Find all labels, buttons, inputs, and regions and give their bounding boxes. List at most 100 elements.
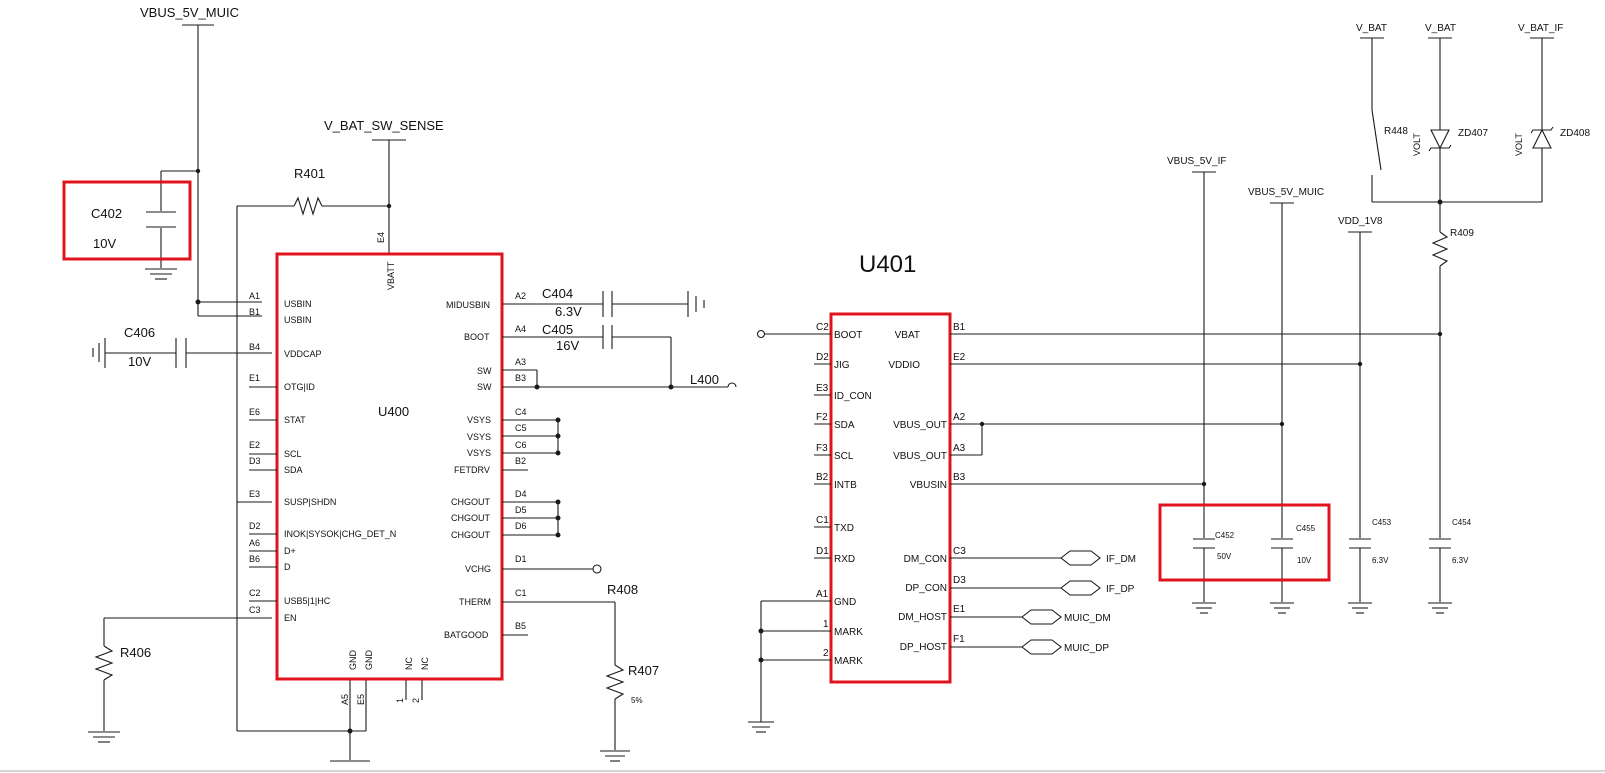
port-label-muic-dp: MUIC_DP — [1064, 643, 1109, 654]
junction-dot — [1279, 421, 1285, 427]
svg-text:C5: C5 — [515, 423, 527, 433]
zd407-ref: ZD407 — [1458, 128, 1488, 139]
junction-dot — [195, 299, 201, 305]
junction-dot — [555, 433, 561, 439]
c454-ref: C454 — [1452, 518, 1472, 527]
zd408-bar — [1530, 126, 1554, 134]
c455-value: 10V — [1297, 556, 1312, 565]
svg-text:EN: EN — [284, 613, 297, 623]
junction-dot — [555, 499, 561, 505]
ground-symbol — [687, 291, 705, 317]
svg-text:VBUS_OUT: VBUS_OUT — [893, 451, 947, 462]
svg-text:C2: C2 — [816, 322, 829, 333]
junction-dot — [347, 728, 353, 734]
svg-text:VDDIO: VDDIO — [888, 360, 920, 371]
r407-body — [605, 664, 625, 700]
svg-text:DP_CON: DP_CON — [905, 583, 947, 594]
zd408-ref: ZD408 — [1560, 128, 1590, 139]
r407-value: 5% — [631, 696, 643, 705]
svg-text:SDA: SDA — [284, 465, 303, 475]
zd407-tag: VOLT — [1412, 133, 1422, 156]
svg-text:F1: F1 — [953, 634, 965, 645]
svg-text:A1: A1 — [249, 291, 260, 301]
svg-text:C1: C1 — [515, 588, 527, 598]
svg-text:NC: NC — [420, 657, 430, 670]
port-label-if-dm: IF_DM — [1106, 554, 1136, 565]
c406-value: 10V — [128, 354, 151, 369]
svg-text:VBUSIN: VBUSIN — [910, 480, 947, 491]
svg-text:E6: E6 — [249, 407, 260, 417]
svg-text:B2: B2 — [515, 456, 526, 466]
ground-symbol — [92, 338, 106, 368]
svg-text:D2: D2 — [816, 352, 829, 363]
r409-body — [1431, 231, 1449, 267]
zd407-body — [1430, 129, 1450, 150]
ground-symbol — [1192, 602, 1216, 614]
c402-ref: C402 — [91, 206, 122, 221]
r409-ref: R409 — [1450, 228, 1474, 239]
u400-top-pin: E4 VBATT — [376, 232, 396, 290]
net-label-v-bat-2: V_BAT — [1425, 23, 1456, 34]
svg-text:DP_HOST: DP_HOST — [900, 642, 947, 653]
u401-ref: U401 — [859, 251, 916, 278]
svg-text:NC: NC — [404, 657, 414, 670]
ground-symbol — [748, 721, 774, 733]
u400-bottom-pins: GND GND NC NC A5 E5 1 2 — [340, 650, 430, 706]
pin-a6: A6D+ — [249, 538, 296, 556]
c453-value: 6.3V — [1372, 556, 1389, 565]
port-label-if-dp: IF_DP — [1106, 584, 1135, 595]
u401-chip-box — [829, 312, 952, 684]
svg-text:F3: F3 — [816, 443, 828, 454]
svg-text:CHGOUT: CHGOUT — [451, 497, 490, 507]
svg-text:B5: B5 — [515, 621, 526, 631]
ground-symbol — [1428, 602, 1452, 614]
l400-ref: L400 — [690, 372, 719, 387]
svg-text:USBIN: USBIN — [284, 299, 312, 309]
svg-text:C3: C3 — [249, 605, 261, 615]
c404-ref: C404 — [542, 286, 573, 301]
svg-text:B2: B2 — [816, 472, 829, 483]
u400-section: VBUS_5V_MUIC C402 10V V_BAT_SW_SENSE R40… — [62, 5, 737, 762]
svg-text:A3: A3 — [953, 443, 966, 454]
vchg-test-point — [592, 564, 602, 574]
svg-text:B1: B1 — [953, 322, 966, 333]
svg-text:SW: SW — [477, 366, 492, 376]
highlight-box-c402 — [62, 180, 192, 261]
svg-text:2: 2 — [823, 648, 829, 659]
svg-text:TXD: TXD — [834, 523, 854, 534]
pin-b6: B6D — [249, 554, 291, 572]
svg-text:DM_CON: DM_CON — [904, 554, 947, 565]
svg-text:E1: E1 — [249, 373, 260, 383]
svg-text:E2: E2 — [249, 440, 260, 450]
svg-text:D3: D3 — [953, 575, 966, 586]
svg-text:F2: F2 — [816, 412, 828, 423]
svg-text:BOOT: BOOT — [464, 332, 490, 342]
port-label-muic-dm: MUIC_DM — [1064, 613, 1111, 624]
l400-terminal — [727, 382, 737, 388]
svg-text:CHGOUT: CHGOUT — [451, 530, 490, 540]
svg-text:C6: C6 — [515, 440, 527, 450]
svg-text:B6: B6 — [249, 554, 260, 564]
svg-text:VBUS_OUT: VBUS_OUT — [893, 420, 947, 431]
svg-text:D4: D4 — [515, 489, 527, 499]
svg-text:D2: D2 — [249, 521, 261, 531]
svg-text:STAT: STAT — [284, 415, 306, 425]
net-label-vdd-1v8: VDD_1V8 — [1338, 216, 1383, 227]
c404-value: 6.3V — [555, 304, 582, 319]
